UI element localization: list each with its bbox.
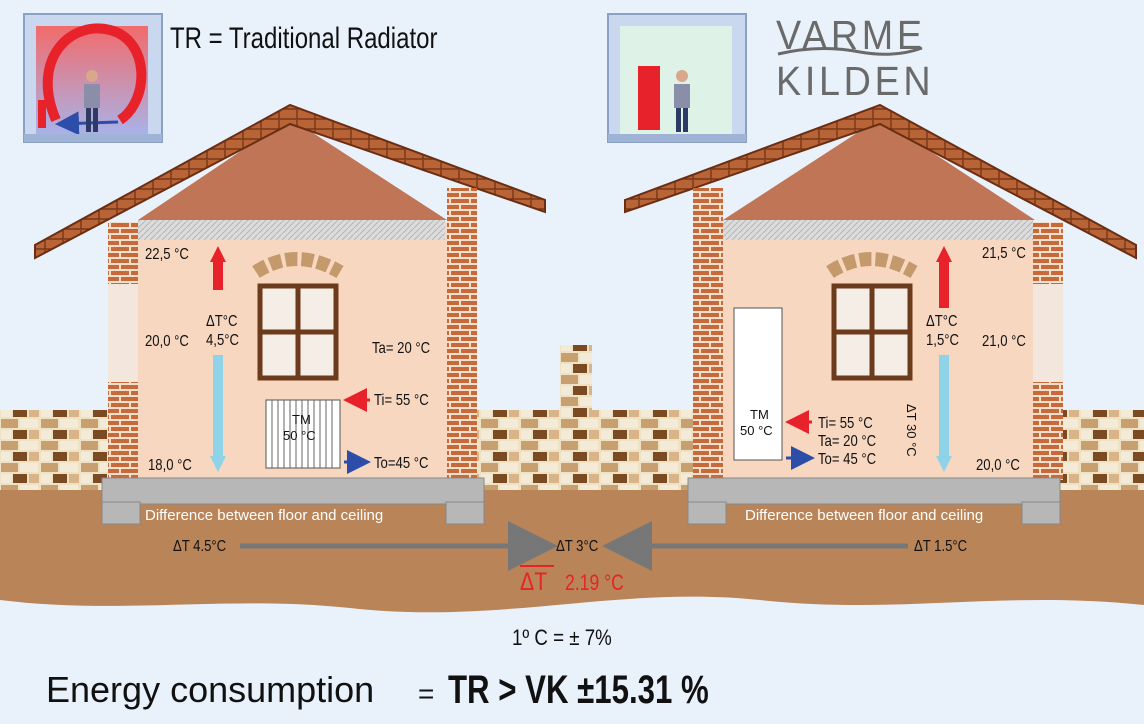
left-radiator-label: TM <box>292 412 311 427</box>
right-vertical-note: ΔT 30 °C <box>904 404 919 457</box>
conclusion-label: Energy consumption <box>46 669 375 710</box>
right-floor-temp: 20,0 °C <box>976 457 1020 474</box>
right-radiator-label: TM <box>750 407 769 422</box>
right-house <box>624 103 1137 525</box>
right-radiator-temp: 50 °C <box>740 423 773 438</box>
right-inlet: Ti= 55 °C <box>818 415 873 432</box>
stone-wall-right <box>1060 410 1144 490</box>
brand-line-2: KILDEN <box>776 58 935 104</box>
comparison-left: ΔT 4.5°C <box>173 538 227 555</box>
right-outlet: To= 45 °C <box>818 451 877 468</box>
right-floor-caption: Difference between floor and ceiling <box>745 507 984 524</box>
right-delta-label: ΔT°C <box>926 313 958 330</box>
thumbnail-varmekilden <box>607 13 747 143</box>
brand-line-1: VARME <box>776 12 926 58</box>
conclusion-equals: = <box>418 678 435 709</box>
right-ambient: Ta= 20 °C <box>818 433 877 450</box>
left-ambient: Ta= 20 °C <box>372 340 431 357</box>
right-ceiling-temp: 21,5 °C <box>982 245 1026 262</box>
left-delta-value: 4,5°C <box>206 332 239 349</box>
left-outlet: To=45 °C <box>374 455 429 472</box>
left-inlet: Ti= 55 °C <box>374 392 429 409</box>
brand-swash <box>777 46 923 56</box>
thumbnail-traditional-radiator <box>23 13 163 143</box>
left-ceiling-temp: 22,5 °C <box>145 246 189 263</box>
left-delta-label: ΔT°C <box>206 313 238 330</box>
rule-text: 1º C = ± 7% <box>512 625 612 650</box>
average-delta-value: 2.19 °C <box>565 570 624 595</box>
stone-wall-middle <box>475 410 697 490</box>
brand-logo: VARME KILDEN <box>776 12 935 104</box>
average-delta-symbol: ΔT <box>520 568 548 596</box>
conclusion-result: TR > VK ±15.31 % <box>448 668 709 712</box>
chimney-pillar <box>560 345 592 415</box>
right-delta-value: 1,5°C <box>926 332 959 349</box>
left-house <box>34 103 546 525</box>
legend-title: TR = Traditional Radiator <box>170 22 438 55</box>
left-floor-caption: Difference between floor and ceiling <box>145 507 384 524</box>
left-mid-temp: 20,0 °C <box>145 333 189 350</box>
ground <box>0 470 1144 613</box>
comparison-right: ΔT 1.5°C <box>914 538 968 555</box>
comparison-middle: ΔT 3°C <box>556 538 599 555</box>
left-floor-temp: 18,0 °C <box>148 457 192 474</box>
right-mid-temp: 21,0 °C <box>982 333 1026 350</box>
left-radiator-temp: 50 °C <box>283 428 316 443</box>
stone-wall-left <box>0 410 110 490</box>
